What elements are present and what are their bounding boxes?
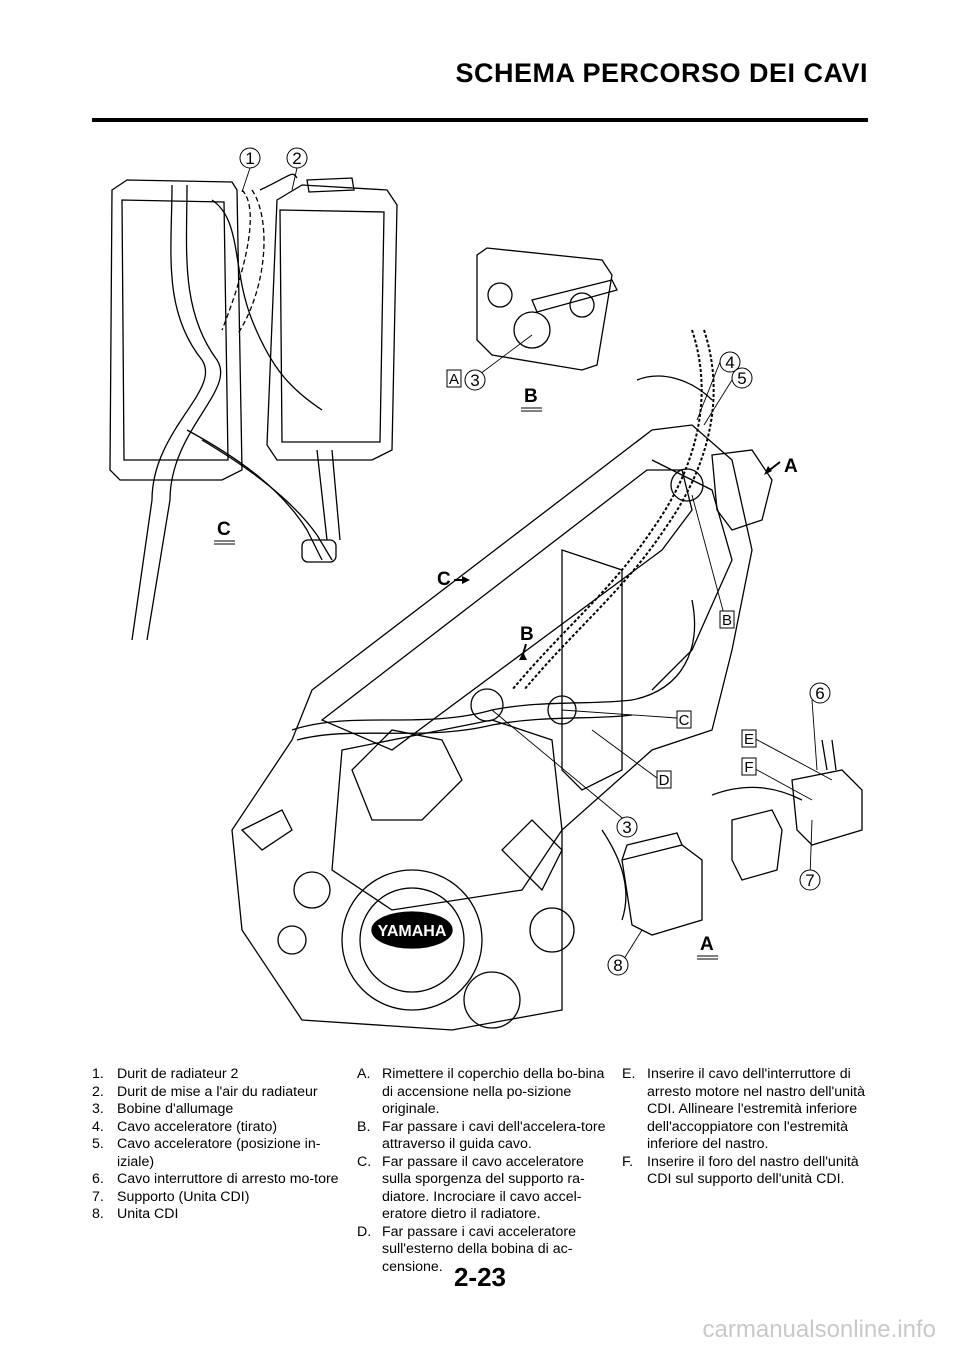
svg-text:5: 5 bbox=[737, 369, 746, 388]
view-label-c-radiator: C bbox=[214, 519, 235, 545]
instruction-c: C.Far passare il cavo acceleratore sulla… bbox=[357, 1153, 585, 1223]
legend-item-6: 6.Cavo interruttore di arresto mo-tore bbox=[92, 1171, 339, 1187]
callout-5: 5 bbox=[731, 367, 753, 389]
svg-text:2: 2 bbox=[292, 149, 301, 168]
legend-item-8: 8.Unita CDI bbox=[92, 1206, 179, 1222]
legend-item-4: 4.Cavo acceleratore (tirato) bbox=[92, 1118, 278, 1135]
callout-4: 4 bbox=[719, 351, 741, 373]
cable-routing-diagram: YAMAHA bbox=[109, 147, 863, 1031]
frame-engine-illustration: YAMAHA bbox=[231, 329, 773, 1031]
watermark: carmanualsonline.info bbox=[702, 1316, 936, 1343]
legend-instructions-a-d: A.Rimettere il coperchio della bo-bina d… bbox=[357, 1066, 607, 1276]
svg-text:B: B bbox=[722, 612, 732, 629]
letter-callouts: A B C D E F bbox=[446, 369, 757, 789]
instruction-a: A.Rimettere il coperchio della bo-bina d… bbox=[357, 1066, 605, 1117]
callout-6: 6 bbox=[809, 682, 831, 704]
svg-text:C: C bbox=[437, 569, 451, 590]
instruction-d: D.Far passare i cavi acceleratore sull'e… bbox=[357, 1223, 576, 1275]
svg-text:C: C bbox=[679, 712, 690, 729]
svg-text:3: 3 bbox=[622, 818, 631, 837]
svg-text:3: 3 bbox=[470, 371, 479, 390]
svg-text:1: 1 bbox=[245, 149, 254, 168]
callout-3-lower: 3 bbox=[616, 816, 638, 838]
legend-item-7: 7.Supporto (Unita CDI) bbox=[92, 1188, 250, 1205]
box-label-e: E bbox=[741, 729, 757, 748]
radiator-illustration bbox=[109, 173, 398, 641]
ignition-coil-cap-illustration bbox=[476, 247, 618, 371]
legend-item-5: 5.Cavo acceleratore (posizione in-iziale… bbox=[92, 1136, 321, 1170]
svg-text:8: 8 bbox=[613, 956, 622, 975]
box-label-a: A bbox=[446, 369, 462, 388]
svg-text:B: B bbox=[520, 624, 534, 645]
legend-instructions-e-f: E.Inserire il cavo dell'interruttore di … bbox=[622, 1066, 872, 1189]
number-callouts: 1 2 3 3 4 5 6 7 8 bbox=[239, 147, 831, 976]
cdi-unit-illustration bbox=[601, 739, 863, 936]
box-label-b: B bbox=[719, 610, 735, 629]
svg-text:6: 6 bbox=[815, 684, 824, 703]
page-number: 2-23 bbox=[453, 1262, 507, 1292]
view-label-a-arrow: A bbox=[764, 456, 798, 477]
box-label-f: F bbox=[741, 757, 757, 776]
legend-numbered-parts: 1.Durit de radiateur 2 2.Durit de mise a… bbox=[92, 1066, 342, 1224]
legend-item-3: 3.Bobine d'allumage bbox=[92, 1101, 234, 1117]
callout-1: 1 bbox=[239, 147, 261, 169]
callout-8: 8 bbox=[607, 954, 629, 976]
svg-text:7: 7 bbox=[805, 871, 814, 890]
legend-item-1: 1.Durit de radiateur 2 bbox=[92, 1066, 239, 1082]
svg-text:A: A bbox=[449, 371, 459, 388]
svg-text:D: D bbox=[659, 772, 670, 789]
svg-text:E: E bbox=[744, 731, 754, 748]
callout-2: 2 bbox=[286, 147, 308, 169]
callout-7: 7 bbox=[799, 869, 821, 891]
svg-text:A: A bbox=[700, 934, 714, 955]
header-rule bbox=[92, 118, 868, 122]
instruction-e: E.Inserire il cavo dell'interruttore di … bbox=[622, 1066, 866, 1152]
page-title: SCHEMA PERCORSO DEI CAVI bbox=[455, 58, 868, 88]
view-labels: A A B B C C bbox=[214, 386, 798, 960]
svg-text:A: A bbox=[784, 456, 798, 477]
view-label-b-top: B bbox=[521, 386, 542, 412]
view-label-b-arrow: B bbox=[519, 624, 534, 660]
svg-text:B: B bbox=[524, 386, 538, 407]
instruction-f: F.Inserire il foro del nastro dell'unità… bbox=[622, 1153, 859, 1188]
callout-3-top: 3 bbox=[464, 369, 486, 391]
view-label-a-cdi: A bbox=[697, 934, 718, 960]
yamaha-logo: YAMAHA bbox=[378, 923, 447, 940]
box-label-d: D bbox=[656, 770, 672, 789]
svg-text:F: F bbox=[744, 759, 753, 776]
instruction-b: B.Far passare i cavi dell'accelera-tore … bbox=[357, 1118, 606, 1153]
legend-item-2: 2.Durit de mise a l'air du radiateur bbox=[92, 1083, 318, 1100]
box-label-c: C bbox=[676, 710, 692, 729]
svg-text:4: 4 bbox=[725, 353, 734, 372]
svg-text:C: C bbox=[217, 519, 231, 540]
leader-lines bbox=[241, 167, 833, 963]
view-label-c-arrow: C bbox=[437, 569, 470, 590]
